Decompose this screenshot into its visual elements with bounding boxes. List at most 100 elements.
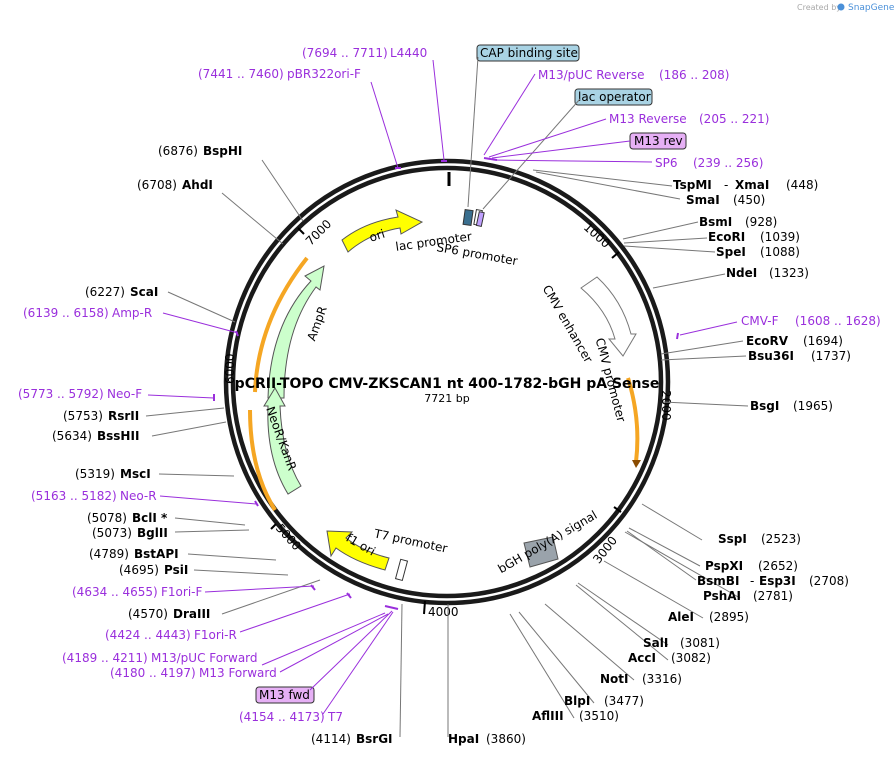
site-bsshii: BssHII xyxy=(97,429,139,443)
primer-range-neof: (5773 .. 5792) xyxy=(18,387,104,401)
lac-operator-block xyxy=(475,211,485,228)
site-pos-afliii: (3510) xyxy=(579,709,619,723)
site-bsu36i: Bsu36I xyxy=(748,349,794,363)
site-pos-noti: (3316) xyxy=(642,672,682,686)
site-pos-ndei: (1323) xyxy=(769,266,809,280)
site-alei: AleI xyxy=(668,610,694,624)
m13-rev-box: M13 rev xyxy=(629,132,687,150)
site-pos-bsmbi: (2708) xyxy=(809,574,849,588)
primer-range-pbr322: (7441 .. 7460) xyxy=(198,67,284,81)
primer-range-m13-rev: (205 .. 221) xyxy=(699,112,769,126)
site-pos-draiii: (4570) xyxy=(128,607,168,621)
insert-orf-arrowhead xyxy=(632,460,641,468)
m13-fwd-box: M13 fwd xyxy=(255,686,315,704)
site-leader-lines xyxy=(145,56,749,738)
primer-ampr: Amp-R xyxy=(112,306,152,320)
primer-range-m13puc-rev: (186 .. 208) xyxy=(659,68,729,82)
neokan-feature: NeoR/KanR xyxy=(263,387,302,495)
site-blpi: BlpI xyxy=(564,694,590,708)
site-dash-esp3i: - xyxy=(750,574,754,588)
site-pos-psii: (4695) xyxy=(119,563,159,577)
site-tspmi: TspMI xyxy=(673,178,712,192)
primer-neor: Neo-R xyxy=(120,489,157,503)
site-pos-pspxi: (2652) xyxy=(758,559,798,573)
cmv-enhancer-label: CMV enhancer xyxy=(540,283,596,366)
site-bsgi: BsgI xyxy=(750,399,779,413)
snapgene-logo-icon xyxy=(837,3,845,11)
restriction-sites: (6876) BspHI (6708) AhdI (6227) ScaI (57… xyxy=(52,144,851,746)
site-pos-alei: (2895) xyxy=(709,610,749,624)
primer-neof: Neo-F xyxy=(107,387,142,401)
site-bstapi: BstAPI xyxy=(134,547,179,561)
primer-range-f1orif: (4634 .. 4655) xyxy=(72,585,158,599)
site-bsrgi: BsrGI xyxy=(356,732,393,746)
site-hpai: HpaI xyxy=(448,732,479,746)
primer-m13-rev: M13 Reverse xyxy=(609,112,687,126)
primer-range-neor: (5163 .. 5182) xyxy=(31,489,117,503)
primer-range-m13puc-fwd: (4189 .. 4211) xyxy=(62,651,148,665)
site-pos-ecorv: (1694) xyxy=(803,334,843,348)
site-pos-rsrii: (5753) xyxy=(63,409,103,423)
cap-binding-site-box: CAP binding site xyxy=(476,44,580,62)
site-spei: SpeI xyxy=(716,245,746,259)
site-pos-spei: (1088) xyxy=(760,245,800,259)
site-pos-smai: (450) xyxy=(733,193,765,207)
site-pos-ahdi: (6708) xyxy=(137,178,177,192)
site-scai: ScaI xyxy=(130,285,158,299)
bgh-block xyxy=(523,536,559,568)
primer-range-sp6: (239 .. 256) xyxy=(693,156,763,170)
site-pos-bsrgi: (4114) xyxy=(311,732,351,746)
site-bglii: BglII xyxy=(137,526,168,540)
site-pos-pshai: (2781) xyxy=(753,589,793,603)
primer-m13-fwd: M13 Forward xyxy=(199,666,277,680)
site-bcli: BclI * xyxy=(132,511,168,525)
tick-6000: 6000 xyxy=(223,353,237,384)
svg-text:CAP binding site: CAP binding site xyxy=(480,46,578,60)
site-acci: AccI xyxy=(628,651,656,665)
tick-2000: 2000 xyxy=(659,390,673,421)
lac-operator-box: lac operator xyxy=(574,88,653,106)
primer-f1orif: F1ori-F xyxy=(161,585,202,599)
site-pos-sspi: (2523) xyxy=(761,532,801,546)
cap-block xyxy=(462,208,474,227)
primer-sp6: SP6 xyxy=(655,156,678,170)
snapgene-logo-text: SnapGene xyxy=(848,3,895,13)
site-noti: NotI xyxy=(600,672,629,686)
primer-m13puc-rev: M13/pUC Reverse xyxy=(538,68,645,82)
ring-ticks: 7000 1000 2000 3000 4000 5000 6000 xyxy=(223,217,673,619)
site-pos-msci: (5319) xyxy=(75,467,115,481)
site-pos-blpi: (3477) xyxy=(604,694,644,708)
primer-range-cmvf: (1608 .. 1628) xyxy=(795,314,881,328)
primer-range-m13-fwd: (4180 .. 4197) xyxy=(110,666,196,680)
sp6-promoter-label: SP6 promoter xyxy=(436,240,519,268)
site-pos-hpai: (3860) xyxy=(486,732,526,746)
svg-text:lac operator: lac operator xyxy=(578,90,651,104)
site-sspi: SspI xyxy=(718,532,747,546)
ori-feature: ori xyxy=(341,209,424,253)
primer-pbr322: pBR322ori-F xyxy=(287,67,361,81)
bgh-label: bGH poly(A) signal xyxy=(496,508,600,576)
tick-1000: 1000 xyxy=(581,220,613,251)
site-pos-acci: (3082) xyxy=(671,651,711,665)
created-by-label: Created by xyxy=(797,3,841,12)
site-pos-xmai: (448) xyxy=(786,178,818,192)
site-pspxi: PspXI xyxy=(705,559,743,573)
cmv-enhancer-feature xyxy=(580,276,637,357)
site-pos-bsmi: (928) xyxy=(745,215,777,229)
site-rsrii: RsrII xyxy=(108,409,139,423)
plasmid-name: pCRII-TOPO CMV-ZKSCAN1 nt 400-1782-bGH p… xyxy=(235,376,660,392)
site-pshai: PshAI xyxy=(703,589,741,603)
site-xmai: XmaI xyxy=(735,178,769,192)
site-pos-bglii: (5073) xyxy=(92,526,132,540)
site-pos-bcli: (5078) xyxy=(87,511,127,525)
primer-f1orir: F1ori-R xyxy=(194,628,237,642)
primer-labels: (7694 .. 7711) L4440 (7441 .. 7460) pBR3… xyxy=(18,46,881,724)
primer-t7: T7 xyxy=(327,710,343,724)
ori-label: ori xyxy=(367,227,386,245)
primer-range-l4440: (7694 .. 7711) xyxy=(302,46,388,60)
neo-orf-arc xyxy=(248,409,277,512)
site-msci: MscI xyxy=(120,467,151,481)
site-sali: SalI xyxy=(643,636,668,650)
primer-m13puc-fwd: M13/pUC Forward xyxy=(151,651,258,665)
site-ecori: EcoRI xyxy=(708,230,745,244)
